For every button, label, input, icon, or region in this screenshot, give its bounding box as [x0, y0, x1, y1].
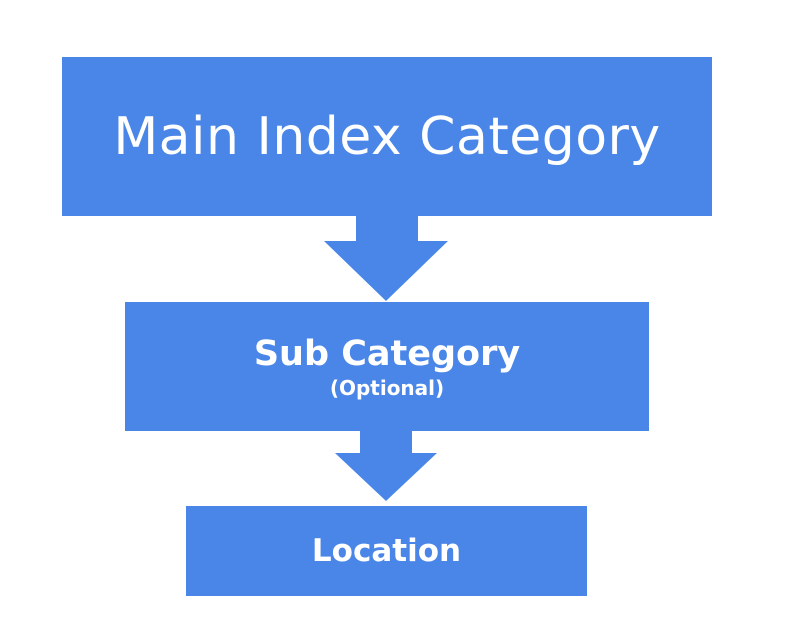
arrow-down-icon	[335, 429, 437, 501]
sub-category-optional-note: (Optional)	[329, 375, 445, 400]
location-label: Location	[311, 532, 462, 569]
sub-category-box: Sub Category (Optional)	[125, 302, 649, 431]
main-index-category-label: Main Index Category	[113, 106, 661, 167]
main-index-category-box: Main Index Category	[62, 57, 712, 216]
location-box: Location	[186, 506, 587, 596]
sub-category-label: Sub Category	[253, 334, 521, 375]
arrow-down-icon	[324, 214, 448, 301]
